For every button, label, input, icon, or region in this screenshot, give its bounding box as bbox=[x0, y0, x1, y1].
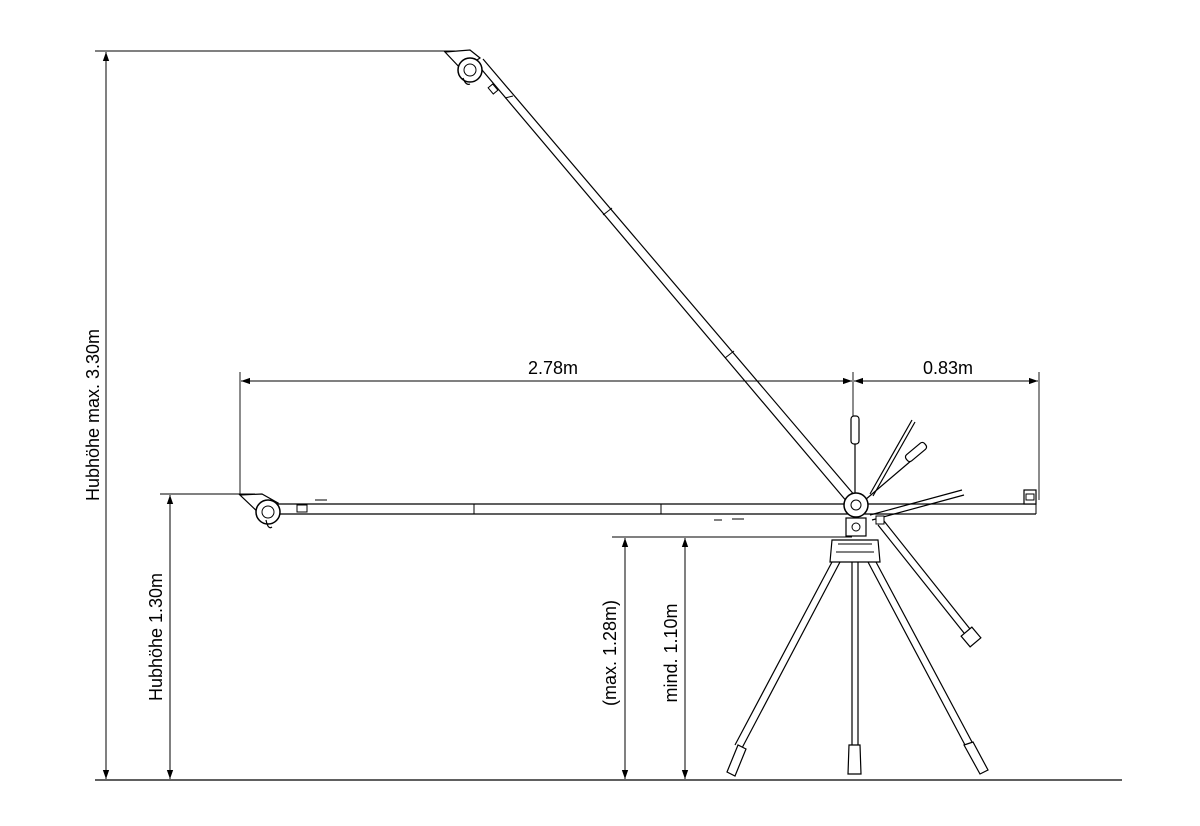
tripod-max-height-label: (max. 1.28m) bbox=[600, 600, 620, 706]
horizontal-boom bbox=[278, 499, 1037, 521]
counterweight-end bbox=[1023, 489, 1037, 505]
dimension-tripod-min: mind. 1.10m bbox=[661, 538, 689, 779]
dimension-boom-length: 2.78m bbox=[241, 358, 852, 385]
pivot-head bbox=[843, 415, 965, 537]
dimension-tripod-max: (max. 1.28m) bbox=[600, 538, 629, 779]
lift-height-label: Hubhöhe 1.30m bbox=[146, 573, 166, 701]
dimension-counterweight-arm: 0.83m bbox=[854, 358, 1038, 385]
dimension-max-lift-height: Hubhöhe max. 3.30m bbox=[83, 52, 110, 779]
raised-camera-head bbox=[443, 49, 483, 85]
boom-length-label: 2.78m bbox=[528, 358, 578, 378]
horizontal-camera-head bbox=[238, 493, 281, 529]
counterweight-arm-label: 0.83m bbox=[923, 358, 973, 378]
tripod-min-height-label: mind. 1.10m bbox=[661, 603, 681, 702]
max-lift-height-label: Hubhöhe max. 3.30m bbox=[83, 329, 103, 501]
dimension-lift-height: Hubhöhe 1.30m bbox=[146, 495, 174, 779]
tripod bbox=[726, 520, 989, 777]
extension-lines bbox=[95, 50, 1040, 538]
raised-boom bbox=[476, 58, 857, 504]
